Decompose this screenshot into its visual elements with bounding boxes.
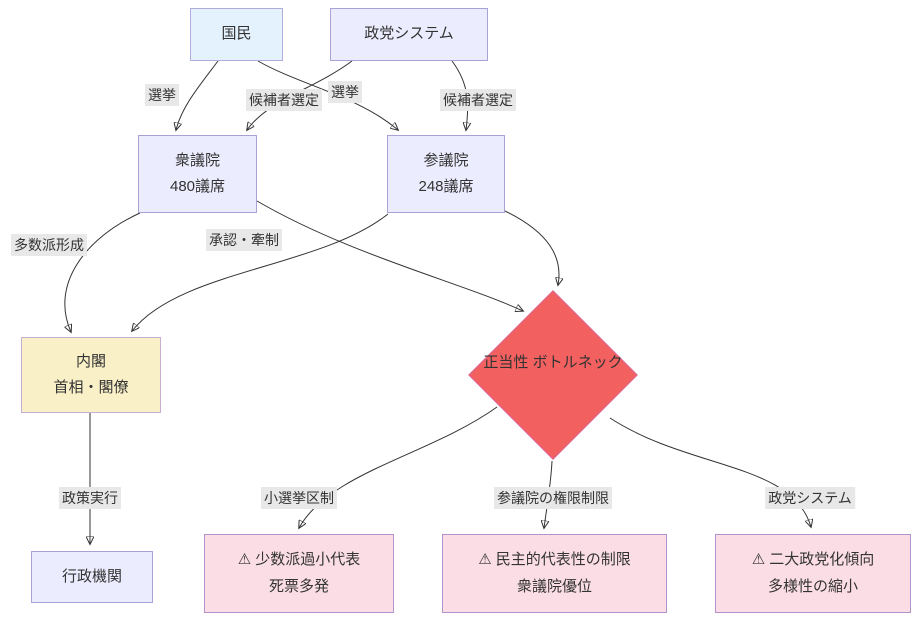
- node-warn-democracy-line2: 衆議院優位: [516, 577, 592, 595]
- edge-sangiin-to-naikaku: [132, 213, 389, 331]
- node-shuugiin-line1: 衆議院: [174, 151, 220, 169]
- edge-label-seitou-system: 政党システム: [765, 487, 855, 509]
- node-warn-twoparty: ⚠ 二大政党化傾向 多様性の縮小: [715, 534, 911, 613]
- node-naikaku-line2: 首相・閣僚: [53, 379, 129, 396]
- edge-label-tasuuha: 多数派形成: [11, 234, 87, 256]
- edge-bottleneck-to-warn-minority: [299, 406, 498, 528]
- edge-label-kouhosha-2: 候補者選定: [440, 89, 516, 111]
- node-warn-minority-line2: 死票多発: [268, 577, 329, 595]
- edge-bottleneck-to-warn-twoparty: [609, 417, 811, 527]
- edge-shuugiin-to-bottleneck: [256, 200, 523, 311]
- node-gyousei: 行政機関: [31, 551, 153, 603]
- node-seitou-system: 政党システム: [330, 8, 488, 61]
- node-sangiin: 参議院 248議席: [387, 135, 505, 213]
- edge-label-sangiin-kengen: 参議院の権限制限: [494, 487, 612, 509]
- node-shuugiin-line2: 480議席: [169, 178, 226, 195]
- node-bottleneck: 正当性 ボトルネック: [463, 349, 643, 378]
- edge-shuugiin-to-naikaku: [65, 212, 141, 332]
- edge-label-kouhosha-1: 候補者選定: [246, 89, 322, 111]
- edge-sangiin-to-bottleneck: [504, 210, 559, 285]
- node-naikaku-line1: 内閣: [75, 352, 106, 370]
- node-naikaku: 内閣 首相・閣僚: [21, 337, 161, 413]
- edge-label-shounin: 承認・牽制: [206, 229, 282, 251]
- edge-label-shousenkyoku: 小選挙区制: [261, 487, 337, 509]
- node-warn-twoparty-line1: ⚠ 二大政党化傾向: [751, 551, 875, 569]
- node-shuugiin: 衆議院 480議席: [138, 135, 257, 213]
- edge-label-senkyo-1: 選挙: [145, 84, 179, 106]
- node-sangiin-line1: 参議院: [423, 151, 469, 169]
- node-warn-minority: ⚠ 少数派過小代表 死票多発: [204, 534, 394, 613]
- node-sangiin-line2: 248議席: [418, 178, 474, 195]
- node-warn-democracy-line1: ⚠ 民主的代表性の制限: [478, 551, 631, 569]
- node-seitou-label: 政党システム: [364, 25, 454, 43]
- node-warn-minority-line1: ⚠ 少数派過小代表: [237, 551, 361, 569]
- node-kokumin-label: 国民: [221, 25, 252, 43]
- node-gyousei-label: 行政機関: [61, 567, 122, 585]
- node-bottleneck-line2: ボトルネック: [532, 354, 623, 371]
- edge-label-senkyo-2: 選挙: [328, 81, 362, 103]
- edge-kokumin-to-shuugiin: [176, 60, 219, 130]
- node-kokumin: 国民: [190, 8, 283, 61]
- node-warn-twoparty-line2: 多様性の縮小: [767, 577, 858, 595]
- node-warn-democracy: ⚠ 民主的代表性の制限 衆議院優位: [442, 534, 667, 613]
- edge-label-seisaku: 政策実行: [59, 487, 121, 509]
- node-bottleneck-line1: 正当性: [483, 354, 529, 371]
